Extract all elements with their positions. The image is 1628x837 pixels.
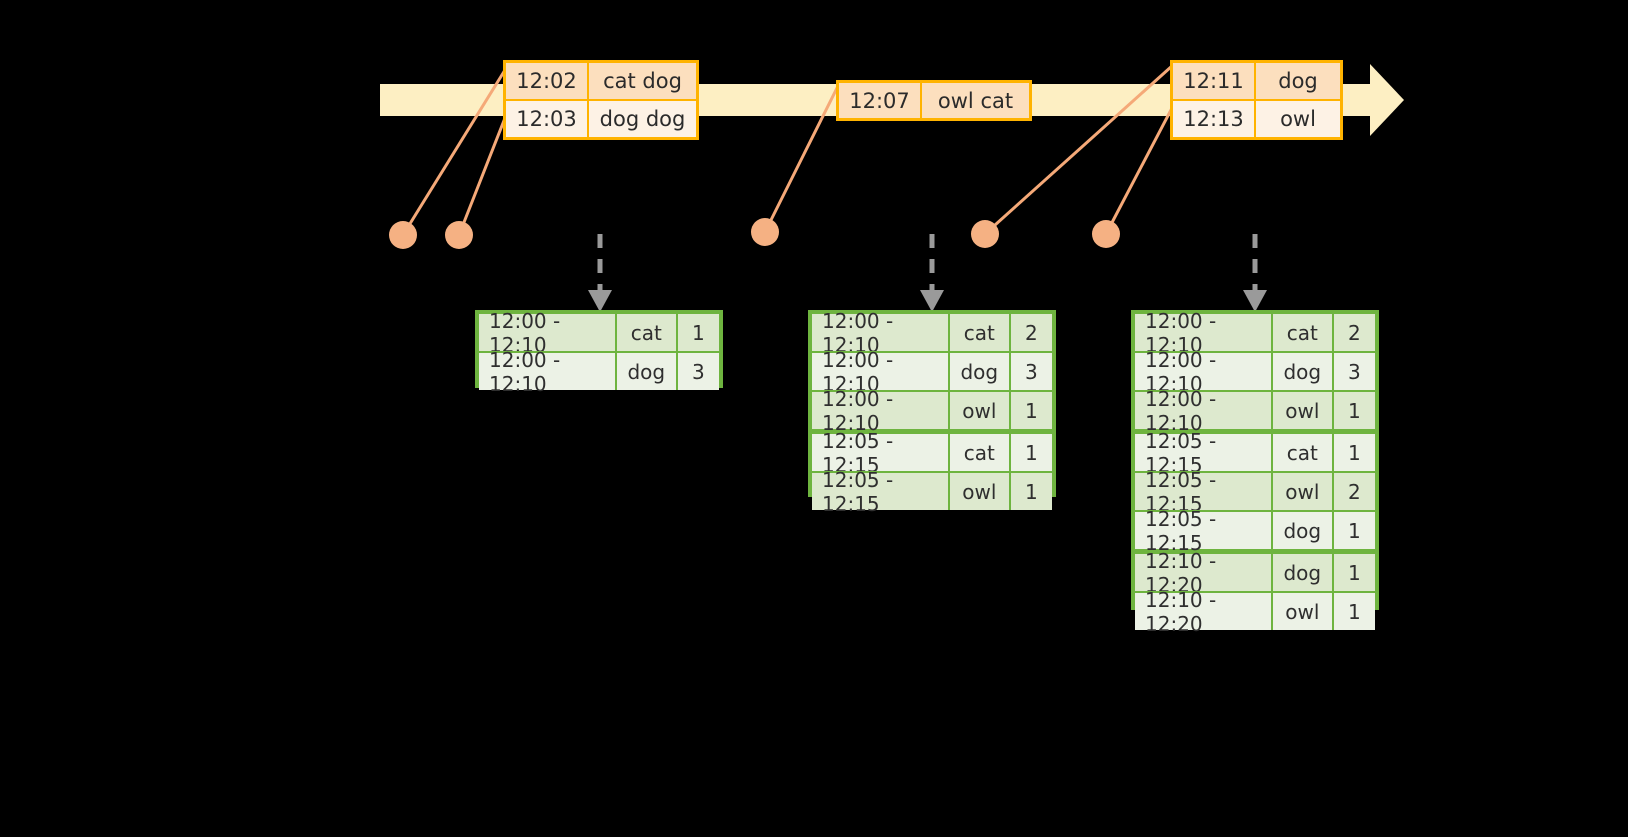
dashed-arrow-2 [920, 234, 944, 312]
key-cell: dog [949, 353, 1011, 390]
table-row: 12:05 - 12:15 cat 1 [1135, 429, 1375, 477]
count-cell: 2 [1333, 314, 1375, 351]
event-words: cat dog [589, 63, 696, 99]
count-cell: 1 [1333, 512, 1375, 549]
window-cell: 12:10 - 12:20 [1135, 549, 1273, 597]
count-cell: 2 [1010, 314, 1052, 351]
table-row: 12:05 - 12:15 owl 1 [812, 468, 1052, 516]
result-table-1: 12:00 - 12:10 cat 1 12:00 - 12:10 dog 3 [475, 309, 723, 396]
key-cell: owl [1272, 593, 1334, 630]
table-row: 12:00 - 12:10 dog 3 [1135, 348, 1375, 396]
table-row: 12:05 - 12:15 cat 1 [812, 429, 1052, 477]
count-cell: 1 [1010, 392, 1052, 429]
event-time: 12:07 [839, 83, 922, 118]
window-cell: 12:05 - 12:15 [1135, 507, 1273, 555]
connector-line-2 [457, 117, 507, 236]
key-cell: owl [949, 392, 1011, 429]
event-time: 12:02 [506, 63, 589, 99]
count-cell: 1 [1010, 434, 1052, 471]
event-words: dog [1256, 63, 1340, 99]
key-cell: cat [1272, 314, 1334, 351]
count-cell: 1 [1010, 473, 1052, 510]
event-row: 12:07 owl cat [839, 83, 1029, 118]
count-cell: 3 [1010, 353, 1052, 390]
connector-line-3 [763, 85, 840, 233]
key-cell: dog [1272, 554, 1334, 591]
window-cell: 12:05 - 12:15 [1135, 429, 1273, 477]
event-dot-2 [445, 221, 473, 249]
event-row: 12:03 dog dog [506, 99, 696, 137]
table-row: 12:00 - 12:10 dog 3 [479, 348, 719, 396]
window-cell: 12:00 - 12:10 [479, 348, 617, 396]
event-box-group-2: 12:07 owl cat [836, 80, 1032, 121]
key-cell: dog [616, 353, 678, 390]
result-table-3: 12:00 - 12:10 cat 2 12:00 - 12:10 dog 3 … [1131, 309, 1379, 636]
count-cell: 3 [1333, 353, 1375, 390]
key-cell: cat [949, 434, 1011, 471]
window-cell: 12:05 - 12:15 [812, 429, 950, 477]
timeline-arrowhead [1370, 64, 1404, 136]
window-cell: 12:05 - 12:15 [1135, 468, 1273, 516]
event-dot-3 [751, 218, 779, 246]
table-row: 12:05 - 12:15 owl 2 [1135, 468, 1375, 516]
dashed-arrow-1 [588, 234, 612, 312]
event-box-group-3: 12:11 dog 12:13 owl [1170, 60, 1343, 140]
count-cell: 1 [1333, 434, 1375, 471]
event-dot-1 [389, 221, 417, 249]
event-dot-5 [1092, 220, 1120, 248]
event-box-group-1: 12:02 cat dog 12:03 dog dog [503, 60, 699, 140]
window-cell: 12:00 - 12:10 [812, 387, 950, 435]
count-cell: 1 [1333, 554, 1375, 591]
dashed-arrow-3 [1243, 234, 1267, 312]
key-cell: cat [1272, 434, 1334, 471]
window-cell: 12:00 - 12:10 [812, 309, 950, 357]
table-row: 12:10 - 12:20 dog 1 [1135, 549, 1375, 597]
table-row: 12:10 - 12:20 owl 1 [1135, 588, 1375, 636]
table-row: 12:00 - 12:10 dog 3 [812, 348, 1052, 396]
event-time: 12:13 [1173, 101, 1256, 137]
result-table-2: 12:00 - 12:10 cat 2 12:00 - 12:10 dog 3 … [808, 309, 1056, 516]
key-cell: owl [1272, 392, 1334, 429]
event-time: 12:11 [1173, 63, 1256, 99]
event-row: 12:13 owl [1173, 99, 1340, 137]
key-cell: cat [949, 314, 1011, 351]
window-cell: 12:00 - 12:10 [1135, 387, 1273, 435]
window-cell: 12:05 - 12:15 [812, 468, 950, 516]
event-dot-4 [971, 220, 999, 248]
connector-line-1 [401, 69, 507, 236]
window-cell: 12:00 - 12:10 [1135, 309, 1273, 357]
table-row: 12:00 - 12:10 owl 1 [812, 387, 1052, 435]
table-row: 12:00 - 12:10 cat 2 [812, 309, 1052, 357]
table-row: 12:00 - 12:10 owl 1 [1135, 387, 1375, 435]
key-cell: owl [1272, 473, 1334, 510]
window-cell: 12:00 - 12:10 [479, 309, 617, 357]
event-words: owl cat [922, 83, 1029, 118]
key-cell: dog [1272, 512, 1334, 549]
key-cell: cat [616, 314, 678, 351]
table-row: 12:00 - 12:10 cat 2 [1135, 309, 1375, 357]
count-cell: 1 [677, 314, 719, 351]
count-cell: 2 [1333, 473, 1375, 510]
table-row: 12:00 - 12:10 cat 1 [479, 309, 719, 357]
event-row: 12:11 dog [1173, 63, 1340, 99]
window-cell: 12:00 - 12:10 [812, 348, 950, 396]
table-row: 12:05 - 12:15 dog 1 [1135, 507, 1375, 555]
count-cell: 3 [677, 353, 719, 390]
event-words: dog dog [589, 101, 696, 137]
connector-line-5 [1104, 107, 1174, 235]
event-words: owl [1256, 101, 1340, 137]
count-cell: 1 [1333, 593, 1375, 630]
event-time: 12:03 [506, 101, 589, 137]
window-cell: 12:00 - 12:10 [1135, 348, 1273, 396]
key-cell: dog [1272, 353, 1334, 390]
key-cell: owl [949, 473, 1011, 510]
count-cell: 1 [1333, 392, 1375, 429]
window-cell: 12:10 - 12:20 [1135, 588, 1273, 636]
event-row: 12:02 cat dog [506, 63, 696, 99]
